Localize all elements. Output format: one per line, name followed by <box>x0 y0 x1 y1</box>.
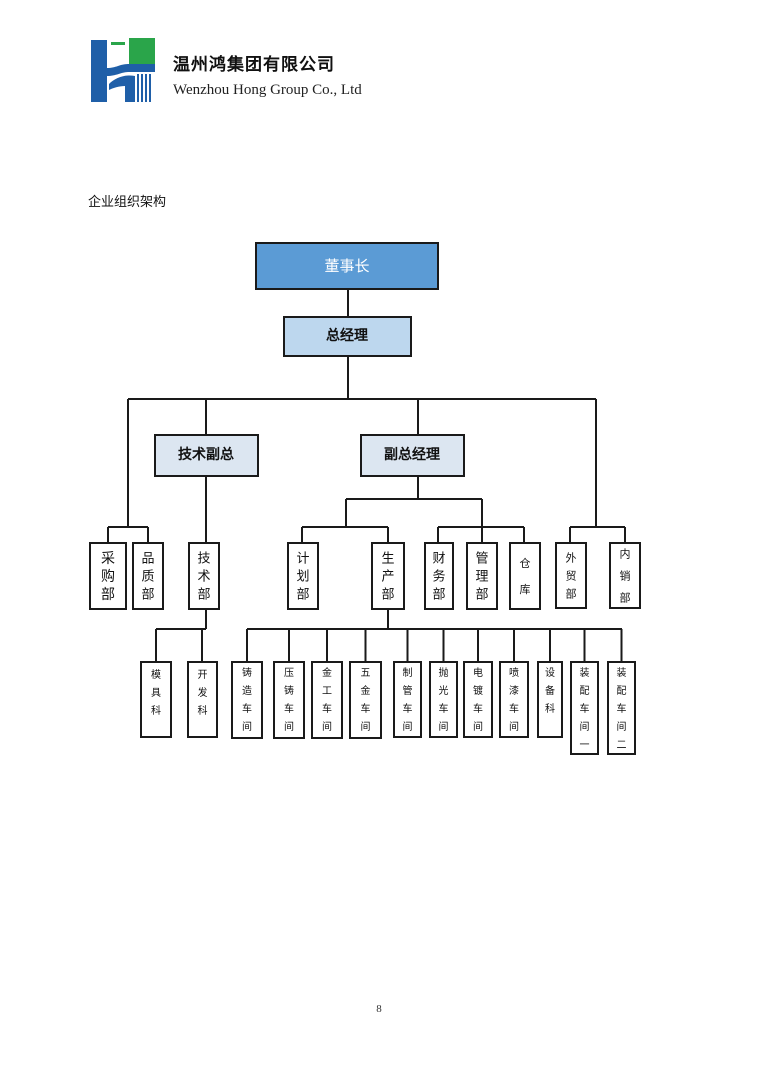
dept-purchasing-box <box>89 542 127 610</box>
workshop-5-label: 制管车间 <box>403 666 413 733</box>
workshop-9-label: 设备科 <box>545 667 555 715</box>
vice-general-label: 副总经理 <box>384 446 440 463</box>
workshop-6-label: 抛光车间 <box>439 666 449 733</box>
workshop-2-label: 压铸车间 <box>284 667 294 733</box>
dept-foreign-trade-label: 外贸部 <box>566 551 577 600</box>
company-name-en: Wenzhou Hong Group Co., Ltd <box>173 82 362 98</box>
section-mold-label: 模具科 <box>151 669 161 717</box>
dept-production-box <box>371 542 405 610</box>
vice-tech-label: 技术副总 <box>178 446 234 463</box>
section-mold-box <box>140 661 172 738</box>
company-logo <box>91 38 155 102</box>
workshop-7-label: 电镀车间 <box>473 666 483 733</box>
company-name-cn: 温州鸿集团有限公司 <box>173 55 335 75</box>
dept-domestic-sales-label: 内销部 <box>620 546 631 604</box>
page-number: 8 <box>376 1003 382 1015</box>
dept-quality-box <box>132 542 164 610</box>
dept-technology-box <box>188 542 220 610</box>
workshop-1-label: 铸造车间 <box>242 666 252 733</box>
section-development-box <box>187 661 218 738</box>
workshop-8-label: 喷漆车间 <box>509 667 519 733</box>
general-manager-label: 总经理 <box>326 327 368 344</box>
dept-finance-label: 财务部 <box>432 552 445 603</box>
dept-foreign-trade-box <box>555 542 587 609</box>
workshop-2-box <box>273 661 305 739</box>
workshop-3-label: 金工车间 <box>322 666 332 733</box>
workshop-5-box <box>393 661 422 738</box>
dept-management-box <box>466 542 498 610</box>
dept-technology-label: 技术部 <box>197 552 210 603</box>
dept-quality-label: 品质部 <box>141 552 154 603</box>
logo-right-top <box>129 38 155 68</box>
dept-management-label: 管理部 <box>475 552 488 603</box>
dept-planning-label: 计划部 <box>296 552 309 603</box>
workshop-1-box <box>231 661 263 739</box>
workshop-7-box <box>463 661 493 738</box>
workshop-9-box <box>537 661 563 738</box>
logo-left-bar <box>91 40 107 102</box>
dept-finance-box <box>424 542 454 610</box>
workshop-11-label: 装配车间二 <box>617 666 627 751</box>
workshop-8-box <box>499 661 529 738</box>
dept-production-label: 生产部 <box>381 552 394 603</box>
dept-planning-box <box>287 542 319 610</box>
dept-purchasing-label: 采购部 <box>101 551 115 603</box>
dept-warehouse-box <box>509 542 541 610</box>
workshop-6-box <box>429 661 458 738</box>
workshop-10-label: 装配车间一 <box>580 666 590 751</box>
vice-general-box <box>360 434 465 477</box>
dept-warehouse-label: 仓库 <box>520 556 531 596</box>
section-development-label: 开发科 <box>198 670 208 717</box>
vice-tech-box <box>154 434 259 477</box>
chairman-label: 董事长 <box>324 257 369 275</box>
workshop-4-box <box>349 661 382 739</box>
section-title: 企业组织架构 <box>88 195 167 210</box>
workshop-11-box <box>607 661 636 755</box>
workshop-10-box <box>570 661 599 755</box>
chairman-box <box>255 242 439 290</box>
workshop-4-label: 五金车间 <box>361 668 371 733</box>
dept-domestic-sales-box <box>609 542 641 609</box>
workshop-3-box <box>311 661 343 739</box>
general-manager-box <box>283 316 412 357</box>
